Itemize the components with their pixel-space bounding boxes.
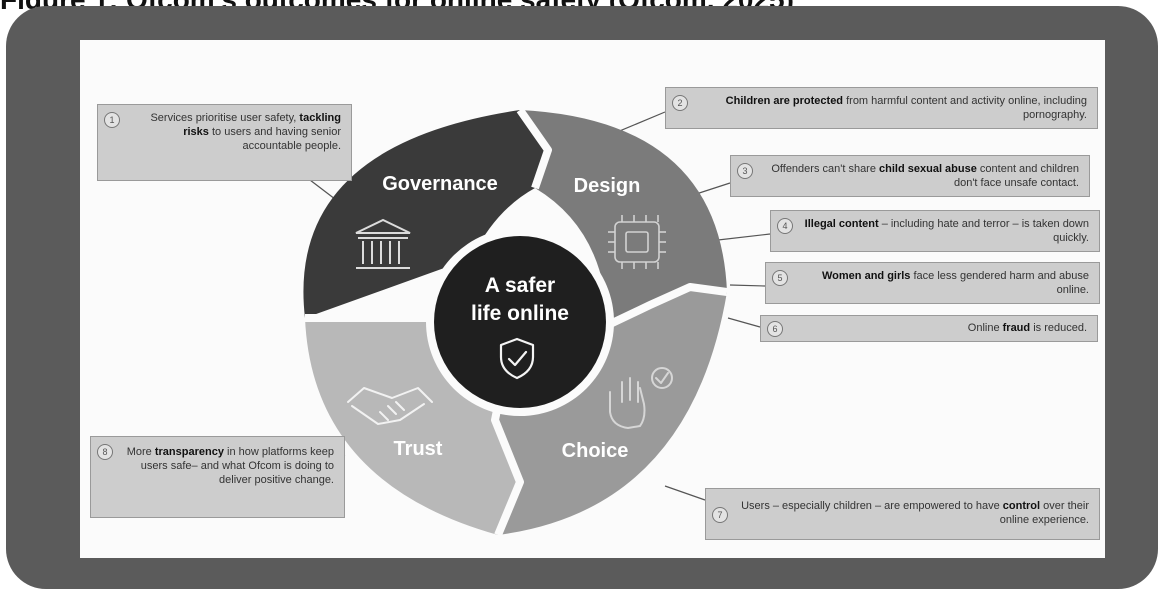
callout-transparency: 8 More transparency in how platforms kee… bbox=[90, 436, 345, 518]
callout-number: 4 bbox=[777, 218, 793, 234]
callout-bold-text: fraud bbox=[1002, 322, 1031, 334]
connector-women bbox=[729, 284, 766, 287]
shield-check-icon bbox=[499, 337, 535, 380]
callout-illegal: 4 Illegal content – including hate and t… bbox=[770, 210, 1100, 252]
circuit-icon bbox=[608, 215, 666, 269]
callout-text: in how platforms keep users safe– and wh… bbox=[140, 446, 334, 486]
callout-bold-text: Women and girls bbox=[822, 270, 911, 282]
callout-women: 5 Women and girls face less gendered har… bbox=[765, 262, 1100, 304]
callout-number: 6 bbox=[767, 321, 783, 337]
center-circle bbox=[434, 236, 606, 408]
connector-illegal bbox=[717, 233, 771, 241]
callout-number: 3 bbox=[737, 163, 753, 179]
connector-fraud bbox=[727, 317, 761, 328]
center-line-1: A safer bbox=[485, 274, 555, 297]
handshake-icon bbox=[347, 387, 433, 425]
callout-text: from harmful content and activity online… bbox=[846, 95, 1087, 121]
callout-children: 2 Children are protected from harmful co… bbox=[665, 87, 1098, 129]
callout-number: 5 bbox=[772, 270, 788, 286]
callout-text: Users – especially children – are empowe… bbox=[741, 500, 1000, 512]
callout-text: face less gendered harm and abuse online… bbox=[913, 270, 1089, 296]
callout-number: 7 bbox=[712, 507, 728, 523]
callout-number: 8 bbox=[97, 444, 113, 460]
callout-text: Online bbox=[967, 322, 1000, 334]
callout-number: 1 bbox=[104, 112, 120, 128]
callout-text: Offenders can't share bbox=[771, 163, 876, 175]
connector-control bbox=[664, 485, 706, 501]
segment-label-design: Design bbox=[574, 175, 641, 197]
callout-bold-text: control bbox=[1002, 500, 1041, 512]
callout-text: – including hate and terror – is taken d… bbox=[881, 218, 1089, 244]
callout-bold-text: tackling risks bbox=[183, 112, 341, 138]
segment-governance bbox=[303, 110, 548, 318]
callout-bold-text: child sexual abuse bbox=[879, 163, 977, 175]
segment-dividers bbox=[305, 107, 728, 537]
callout-csa: 3 Offenders can't share child sexual abu… bbox=[730, 155, 1090, 197]
callout-text: More bbox=[126, 446, 152, 458]
callout-number: 2 bbox=[672, 95, 688, 111]
callout-text: to users and having senior accountable p… bbox=[211, 126, 341, 152]
segment-label-trust: Trust bbox=[394, 438, 443, 460]
callout-text: is reduced. bbox=[1033, 322, 1087, 334]
callout-bold-text: transparency bbox=[154, 446, 224, 458]
hand-check-icon bbox=[609, 367, 673, 429]
callout-text: Services prioritise user safety, bbox=[150, 112, 297, 124]
callout-text: content and children don't face unsafe c… bbox=[953, 163, 1079, 189]
callout-control: 7 Users – especially children – are empo… bbox=[705, 488, 1100, 540]
segment-label-choice: Choice bbox=[562, 440, 629, 462]
callout-fraud: 6 Online fraud is reduced. bbox=[760, 315, 1098, 342]
callout-text: over their online experience. bbox=[999, 500, 1089, 526]
callout-bold-text: Children are protected bbox=[725, 95, 844, 107]
center-line-2: life online bbox=[471, 302, 569, 325]
callout-bold-text: Illegal content bbox=[804, 218, 879, 230]
segment-design bbox=[520, 110, 727, 325]
callout-governance: 1 Services prioritise user safety, tackl… bbox=[97, 104, 352, 181]
building-icon bbox=[355, 218, 411, 269]
segment-label-governance: Governance bbox=[382, 173, 498, 195]
